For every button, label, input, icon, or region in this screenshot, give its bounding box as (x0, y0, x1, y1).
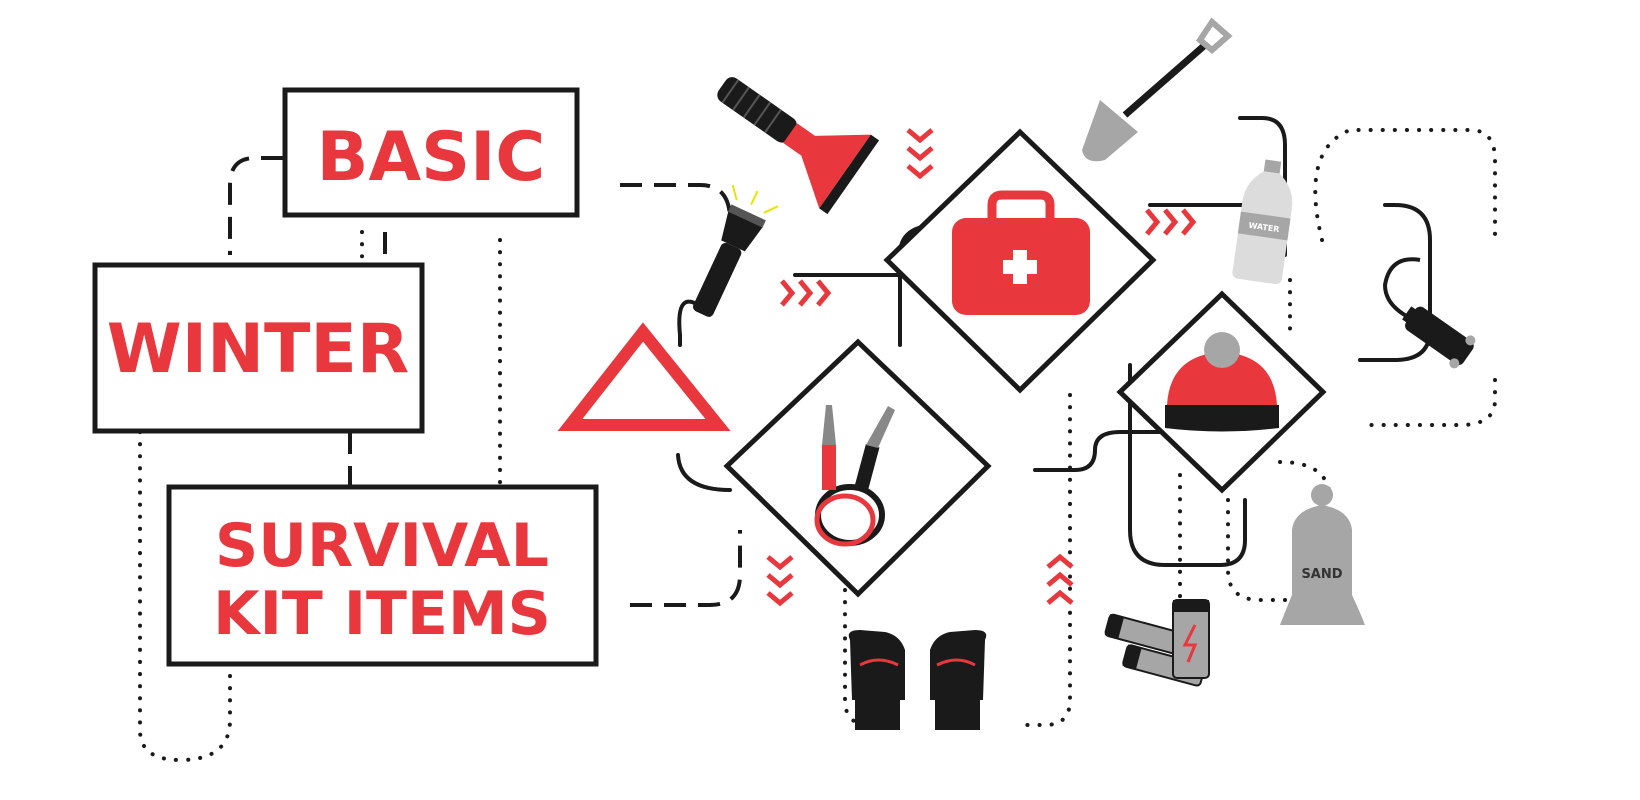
chevrons-up-bottom (1046, 553, 1074, 605)
chevrons-right-mid (780, 279, 832, 307)
flashlight-icon (692, 184, 779, 317)
sand-label: SAND (1301, 567, 1342, 582)
ice-scraper-icon (717, 77, 880, 215)
winter-hat-icon (1165, 332, 1279, 432)
sand-bag-icon: SAND (1280, 484, 1365, 625)
shovel-icon (1082, 17, 1233, 162)
water-label: WATER (1248, 221, 1280, 234)
chevrons-right-top (1145, 208, 1197, 236)
first-aid-kit-icon (952, 190, 1090, 315)
warning-triangle-icon (557, 322, 731, 431)
title-box-basic: BASIC (282, 87, 580, 218)
batteries-icon (1104, 599, 1210, 687)
title-box-survival: SURVIVAL KIT ITEMS (166, 484, 599, 667)
chevrons-down-top (906, 128, 934, 180)
title-box-winter: WINTER (92, 262, 425, 434)
chevrons-down-bottom (766, 555, 794, 607)
water-bottle-icon: WATER (1232, 159, 1293, 285)
car-charger-icon (1382, 257, 1476, 369)
title-survival: SURVIVAL (215, 511, 549, 581)
title-winter: WINTER (107, 310, 409, 389)
title-kit-items: KIT ITEMS (213, 579, 551, 649)
diamond-jumper-cables (723, 338, 992, 598)
jumper-cables-icon (814, 405, 895, 547)
title-basic: BASIC (317, 118, 546, 197)
gloves-icon (848, 630, 987, 730)
